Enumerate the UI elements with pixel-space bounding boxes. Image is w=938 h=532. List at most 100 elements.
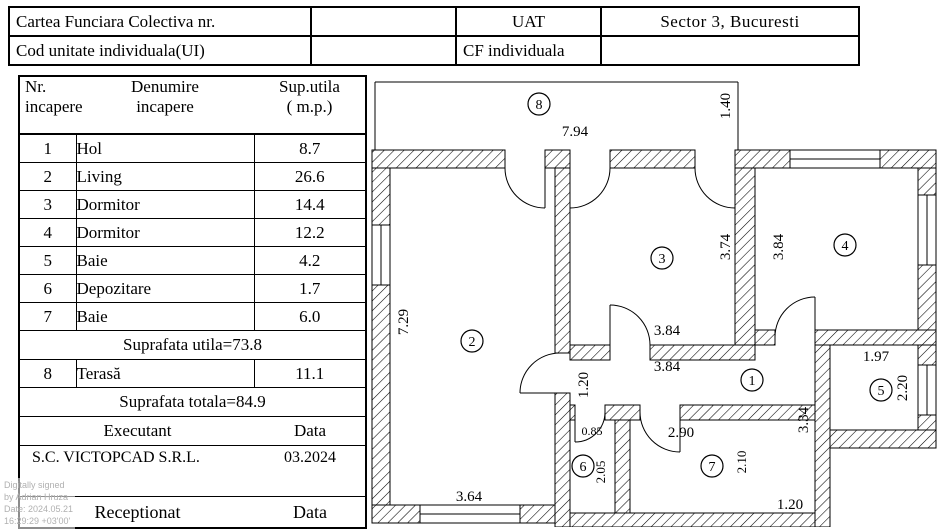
room-nr: 2 — [18, 162, 77, 191]
room-area: 8.7 — [253, 133, 367, 163]
room-name: Baie — [75, 246, 255, 275]
svg-text:4: 4 — [842, 239, 849, 254]
dimension-label: 0.85 — [582, 424, 603, 438]
receptionat-label: Receptionat — [94, 501, 181, 522]
dimension-label: 7.94 — [562, 124, 589, 140]
room-number-label: 2 — [460, 329, 484, 353]
receptionat-row: Receptionat Data — [19, 496, 366, 528]
executant-label: Executant — [103, 421, 172, 440]
room-table: Nr. incapere Denumire incapere Sup.utila… — [18, 75, 367, 529]
dimension-label: 3.74 — [718, 233, 734, 260]
room-area: 4.2 — [253, 246, 367, 275]
col-header-name-line2: incapere — [136, 97, 194, 116]
window — [789, 149, 881, 169]
col-header-nr: Nr. incapere — [19, 76, 83, 135]
windows — [371, 149, 937, 524]
digital-signature-note: Digitally signed by Adrian Hruza Date: 2… — [2, 478, 76, 529]
signature-line-3: Date: 2024.05.21 — [4, 504, 74, 515]
svg-text:2: 2 — [469, 335, 476, 350]
col-header-area-line1: Sup.utila — [279, 77, 340, 96]
dimension-label: 3.64 — [456, 489, 483, 505]
door — [609, 304, 651, 346]
room-nr: 4 — [18, 218, 77, 247]
room-name: Baie — [75, 302, 255, 331]
col-header-area-line2: ( m.p.) — [286, 97, 333, 116]
window — [917, 194, 937, 266]
room-area: 1.7 — [253, 274, 367, 303]
cod-ui-value — [310, 35, 457, 66]
room-table-header-row: Nr. incapere Denumire incapere Sup.utila… — [19, 76, 366, 135]
dimension-label: 1.97 — [863, 349, 890, 365]
cf-individuala-value — [600, 35, 860, 66]
signature-line-2: by Adrian Hruza — [4, 492, 69, 503]
col-header-nr-line2: incapere — [25, 97, 83, 116]
room-number-label: 7 — [700, 454, 724, 478]
col-header-area: Sup.utila ( m.p.) — [254, 76, 366, 135]
room-number-label: 3 — [650, 246, 674, 270]
window — [371, 224, 391, 286]
room-number-label: 5 — [869, 378, 893, 402]
door — [639, 411, 681, 453]
svg-text:5: 5 — [878, 384, 885, 399]
door — [504, 167, 546, 209]
dimension-label: 3.84 — [771, 233, 787, 260]
uat-label: UAT — [455, 6, 602, 37]
svg-text:8: 8 — [536, 98, 543, 113]
svg-text:6: 6 — [580, 460, 587, 475]
room-area: 12.2 — [253, 218, 367, 247]
col-header-nr-line1: Nr. — [25, 77, 47, 96]
room-nr: 7 — [18, 302, 77, 331]
cf-colectiva-value — [310, 6, 457, 37]
doors — [504, 167, 816, 453]
header-row-2: Cod unitate individuala(UI) CF individua… — [8, 35, 860, 66]
room-number-label: 6 — [571, 454, 595, 478]
dimension-label: 3.34 — [796, 406, 812, 433]
dimension-label: 1.40 — [718, 93, 734, 119]
room-name: Depozitare — [75, 274, 255, 303]
room-nr: 6 — [18, 274, 77, 303]
header-table: Cartea Funciara Colectiva nr. UAT Sector… — [8, 6, 860, 66]
room-nr: 1 — [18, 133, 77, 163]
svg-text:7: 7 — [709, 460, 716, 475]
col-header-name: Denumire incapere — [76, 76, 254, 135]
terrace-outline — [374, 81, 739, 150]
dimension-label: 2.05 — [593, 461, 608, 484]
room-area: 14.4 — [253, 190, 367, 219]
cf-colectiva-label: Cartea Funciara Colectiva nr. — [8, 6, 312, 37]
room-nr: 5 — [18, 246, 77, 275]
executant-row: Executant Data — [19, 416, 366, 446]
executant-company-row: S.C. VICTOPCAD S.R.L. 03.2024 — [19, 445, 366, 470]
col-header-name-line1: Denumire — [131, 77, 199, 96]
signature-line-4: 16:29:29 +03'00' — [4, 516, 71, 527]
room-number-label: 8 — [527, 92, 551, 116]
room-nr: 3 — [18, 190, 77, 219]
cf-individuala-label: CF individuala — [455, 35, 602, 66]
dimension-label: 2.20 — [895, 375, 911, 401]
walls — [371, 149, 937, 528]
door — [574, 411, 606, 443]
executant-name: S.C. VICTOPCAD S.R.L. — [32, 449, 200, 466]
header-row-1: Cartea Funciara Colectiva nr. UAT Sector… — [8, 6, 860, 37]
window — [917, 364, 937, 416]
dimension-label: 2.10 — [734, 451, 749, 474]
room-area: 11.1 — [253, 359, 367, 388]
total-suprafata: Suprafata totala=84.9 — [19, 387, 366, 417]
room-number-label: 4 — [833, 233, 857, 257]
room-name: Dormitor — [75, 190, 255, 219]
subtotal-utila: Suprafata utila=73.8 — [19, 330, 366, 360]
svg-text:3: 3 — [659, 252, 666, 267]
uat-value: Sector 3, Bucuresti — [600, 6, 860, 37]
room-name: Hol — [75, 133, 255, 163]
door — [694, 167, 736, 209]
receptionat-data-label: Data — [293, 501, 327, 522]
room-name: Terasă — [75, 359, 255, 388]
